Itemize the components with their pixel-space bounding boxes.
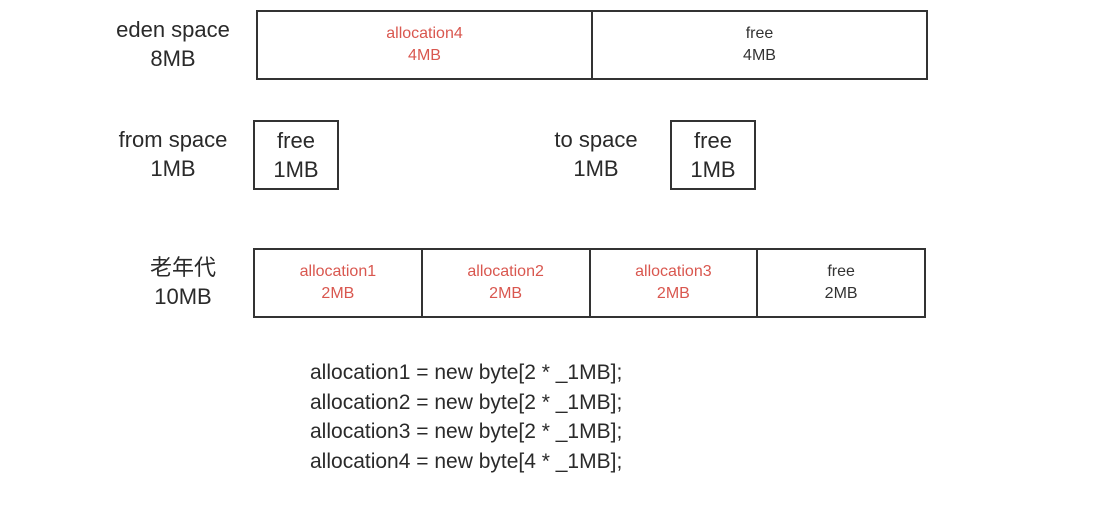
to-space-label: to space 1MB	[530, 125, 662, 183]
old-gen-cell-size: 2MB	[824, 285, 858, 302]
old-gen-cell-label: allocation3	[635, 263, 712, 280]
to-space-size: 1MB	[573, 156, 619, 181]
old-gen-bar: allocation1 2MB allocation2 2MB allocati…	[253, 248, 926, 318]
from-space-size: 1MB	[150, 156, 196, 181]
eden-cell-size: 4MB	[408, 47, 441, 64]
old-gen-cell-size: 2MB	[489, 285, 523, 302]
old-gen-size: 10MB	[154, 284, 212, 309]
old-gen-cell-allocation3: allocation3 2MB	[591, 250, 759, 316]
old-gen-name: 老年代	[149, 255, 216, 280]
old-gen-cell-label: allocation1	[299, 263, 377, 280]
eden-cell-free: free 4MB	[593, 12, 926, 78]
old-gen-cell-allocation1: allocation1 2MB	[255, 250, 423, 316]
eden-space-name: eden space	[116, 17, 230, 42]
eden-cell-size: 4MB	[743, 47, 776, 64]
to-space-box-size: 1MB	[690, 157, 736, 182]
from-space-label: from space 1MB	[100, 125, 246, 183]
old-gen-cell-size: 2MB	[656, 285, 690, 302]
to-space-name: to space	[554, 127, 638, 152]
old-gen-cell-label: free	[827, 263, 855, 280]
eden-cell-label: allocation4	[386, 25, 463, 42]
old-gen-cell-free: free 2MB	[758, 250, 924, 316]
old-gen-label: 老年代 10MB	[110, 253, 256, 311]
to-space-box: free 1MB	[670, 120, 756, 190]
from-space-box-size: 1MB	[273, 157, 319, 182]
eden-cell-label: free	[745, 25, 774, 42]
allocation-code-block: allocation1 = new byte[2 * _1MB]; alloca…	[310, 358, 622, 476]
eden-cell-allocation4: allocation4 4MB	[258, 12, 593, 78]
code-line: allocation3 = new byte[2 * _1MB];	[310, 420, 623, 443]
code-line: allocation4 = new byte[4 * _1MB];	[310, 449, 623, 473]
from-space-box-label: free	[277, 128, 315, 153]
old-gen-cell-size: 2MB	[321, 285, 355, 302]
to-space-box-label: free	[694, 128, 732, 153]
old-gen-cell-allocation2: allocation2 2MB	[423, 250, 591, 316]
old-gen-cell-label: allocation2	[467, 263, 544, 280]
eden-space-label: eden space 8MB	[100, 15, 246, 73]
from-space-name: from space	[118, 127, 228, 152]
from-space-box: free 1MB	[253, 120, 339, 190]
code-line: allocation2 = new byte[2 * _1MB];	[310, 390, 623, 414]
eden-space-size: 8MB	[150, 46, 196, 71]
eden-space-bar: allocation4 4MB free 4MB	[256, 10, 928, 80]
code-line: allocation1 = new byte[2 * _1MB];	[310, 361, 623, 384]
